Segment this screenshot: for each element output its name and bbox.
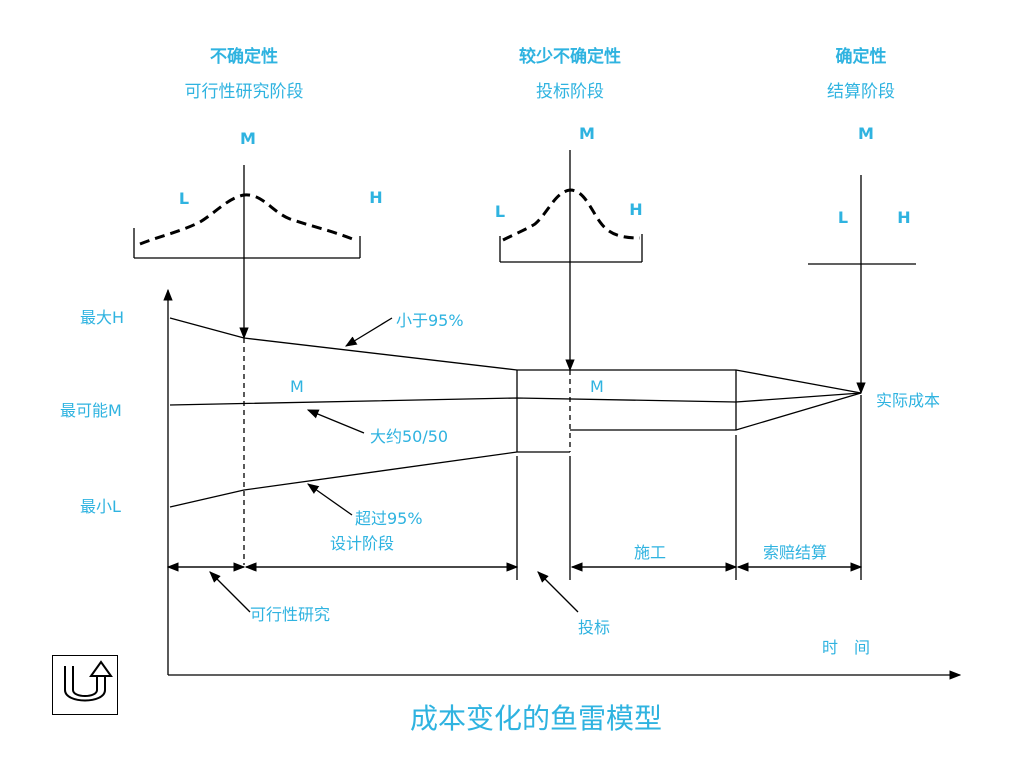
stage-3-l-label: L xyxy=(838,208,848,227)
annotation-m-2: M xyxy=(590,377,604,396)
page-title: 成本变化的鱼雷模型 xyxy=(410,702,662,735)
annotation-design: 设计阶段 xyxy=(330,534,394,553)
phase-feasibility: 可行性研究 xyxy=(250,605,330,624)
x-axis-label: 时 间 xyxy=(822,638,870,657)
annotation-about: 大约50/50 xyxy=(370,427,448,446)
stage-2-l-label: L xyxy=(495,202,505,221)
stage-2-name: 投标阶段 xyxy=(536,82,604,102)
u-turn-arrow-icon xyxy=(64,660,113,702)
torpedo-shape xyxy=(169,317,862,580)
stage-2-m-label: M xyxy=(579,124,595,143)
stage-3-distribution: M L H xyxy=(808,124,916,395)
stage-3-name: 结算阶段 xyxy=(827,82,895,102)
stage-1-heading: 不确定性 xyxy=(210,46,278,67)
phase-bidding: 投标 xyxy=(578,618,610,637)
stage-3-m-label: M xyxy=(858,124,874,143)
stage-3-h-label: H xyxy=(897,208,910,227)
label-min: 最小L xyxy=(80,497,121,516)
stage-3-heading: 确定性 xyxy=(836,46,887,67)
stage-1-h-label: H xyxy=(369,188,382,207)
phase-timeline: 施工 索赔结算 可行性研究 投标 xyxy=(166,543,863,637)
stage-1-name: 可行性研究阶段 xyxy=(185,82,304,102)
stage-1-m-label: M xyxy=(240,129,256,148)
phase-construction: 施工 xyxy=(634,543,666,562)
stage-2-h-label: H xyxy=(629,200,642,219)
stage-1-l-label: L xyxy=(179,189,189,208)
label-likely: 最可能M xyxy=(60,401,122,420)
annotation-less-than: 小于95% xyxy=(396,311,464,330)
phase-claims: 索赔结算 xyxy=(763,543,827,562)
annotation-actual-cost: 实际成本 xyxy=(876,391,940,410)
annotation-more-than: 超过95% xyxy=(355,509,423,528)
back-button[interactable] xyxy=(52,655,118,715)
annotation-m-1: M xyxy=(290,377,304,396)
label-max: 最大H xyxy=(80,308,124,327)
stage-1-distribution: M L H xyxy=(133,129,383,340)
stage-2-distribution: M L H xyxy=(495,124,643,372)
stage-2-heading: 较少不确定性 xyxy=(519,46,621,67)
